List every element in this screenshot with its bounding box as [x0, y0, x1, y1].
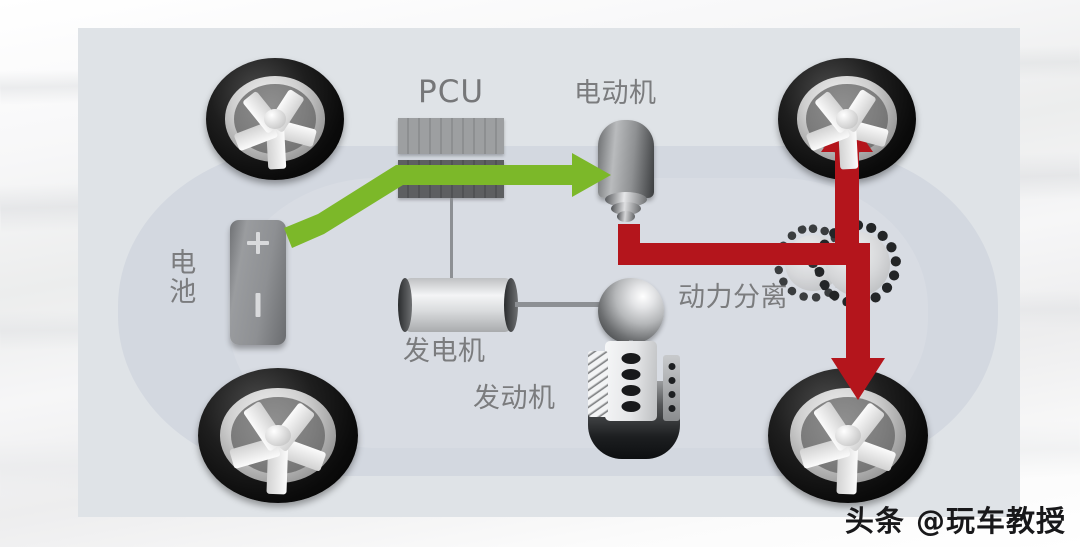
- generator-body: [405, 278, 511, 332]
- wheel-center-cap: [835, 424, 861, 447]
- engine-cylinder-dot: [621, 401, 641, 412]
- electric-motor: [598, 120, 654, 238]
- battery-negative-terminal-icon: [255, 292, 261, 317]
- manifold-port: [668, 405, 675, 412]
- wheel-front-left: [206, 58, 344, 180]
- pcu-upper-slab: [398, 118, 504, 154]
- wheel-front-right: [778, 58, 916, 180]
- motor-ring: [617, 211, 635, 222]
- manifold-port: [668, 377, 675, 384]
- pcu-connecting-line: [450, 198, 453, 280]
- pcu-lower-slab: [398, 160, 504, 198]
- label-battery: 电 池: [169, 248, 197, 308]
- generator-end-cap: [504, 278, 518, 332]
- engine-cylinder-dot: [621, 385, 641, 396]
- label-engine: 发动机: [473, 383, 556, 414]
- manifold-port: [668, 363, 675, 370]
- wheel-center-cap: [265, 424, 291, 447]
- wheel-rear-left: [198, 368, 358, 503]
- engine-belt-icon: [588, 351, 608, 417]
- power-split-device: [598, 278, 664, 344]
- battery-positive-terminal-icon: [247, 232, 269, 255]
- generator-end-cap: [398, 278, 412, 332]
- engine-cylinder-dot: [621, 369, 641, 380]
- motor-housing: [598, 120, 654, 198]
- wheel-center-cap: [263, 109, 287, 129]
- gear-primary: [814, 220, 902, 308]
- wheel-rear-right: [768, 368, 928, 503]
- label-pcu: PCU: [418, 74, 485, 110]
- battery-pack: [230, 220, 286, 345]
- engine-cylinder-dot: [621, 353, 641, 364]
- label-generator: 发电机: [403, 336, 486, 367]
- power-control-unit: [398, 118, 504, 198]
- combustion-engine: [578, 341, 688, 459]
- generator-unit: [398, 278, 518, 332]
- engine-manifold: [663, 355, 680, 421]
- engine-block: [605, 341, 657, 421]
- label-power-split: 动力分离: [678, 282, 788, 313]
- watermark: 头条 @玩车教授: [844, 504, 1066, 538]
- hybrid-powertrain-diagram: PCU 电动机 电 池 发电机 发动机 动力分离: [78, 28, 1020, 517]
- generator-shaft-line: [515, 302, 615, 307]
- manifold-port: [668, 391, 675, 398]
- label-electric-motor: 电动机: [574, 78, 657, 109]
- wheel-center-cap: [835, 109, 859, 129]
